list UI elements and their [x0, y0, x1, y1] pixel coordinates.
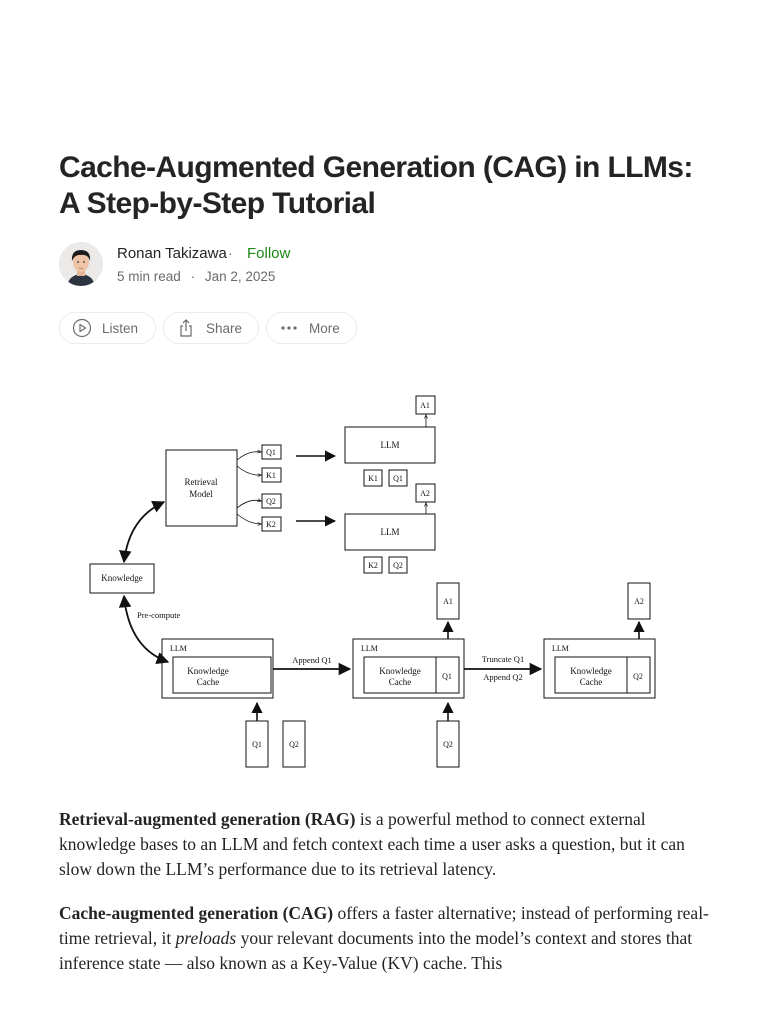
q2-label-top: Q2	[266, 497, 276, 506]
separator-dot: ·	[228, 245, 233, 261]
llm-label-bottom-1: LLM	[170, 644, 187, 653]
q2-box-query-1	[282, 720, 306, 768]
a1-box-top	[415, 395, 436, 415]
q2-box-llm	[388, 556, 408, 574]
cag-text-1: offers a faster alternative; instead of …	[59, 903, 709, 948]
article-title: Cache-Augmented Generation (CAG) in LLMs…	[59, 151, 693, 220]
a2-label-top: A2	[420, 489, 430, 498]
cag-text-2: your relevant documents into the model’s…	[59, 928, 693, 973]
a2-label-bottom: A2	[634, 597, 644, 606]
listen-label: Listen	[102, 320, 139, 336]
append-q2-label: Append Q2	[483, 672, 522, 682]
knowledge-label: Knowledge	[101, 573, 143, 583]
more-icon	[281, 326, 297, 330]
article-meta: 5 min read · Jan 2, 2025	[117, 269, 275, 284]
append-q1-label: Append Q1	[292, 655, 331, 665]
rag-text: is a powerful method to connect external…	[59, 809, 685, 879]
share-icon	[180, 319, 192, 337]
a1-label-top: A1	[420, 401, 430, 410]
q1-box-cache	[435, 656, 460, 694]
share-label: Share	[206, 320, 243, 336]
author-name[interactable]: Ronan Takizawa	[117, 245, 227, 262]
knowledge-box	[89, 563, 155, 594]
k1-box-top	[261, 467, 282, 483]
k1-label-llm: K1	[368, 474, 378, 483]
q1-label-llm: Q1	[393, 474, 403, 483]
rag-term: Retrieval-augmented generation (RAG)	[59, 809, 356, 829]
article-figure: Retrieval Model Knowledge Pre-compute Q1…	[84, 390, 674, 775]
more-label: More	[309, 320, 340, 336]
a2-box-top	[415, 483, 436, 503]
listen-button[interactable]: Listen	[59, 312, 156, 344]
a1-box-bottom	[436, 582, 460, 620]
llm-label-top-2: LLM	[381, 527, 400, 537]
cache-label-3a: Knowledge	[570, 666, 612, 676]
q1-label-top: Q1	[266, 448, 276, 457]
q1-label-cache: Q1	[442, 672, 452, 681]
q2-label-query-2: Q2	[443, 740, 453, 749]
retrieval-model-box	[165, 449, 238, 527]
k2-label-llm: K2	[368, 561, 378, 570]
preloads-emphasis: preloads	[175, 928, 237, 948]
k2-label-top: K2	[266, 520, 276, 529]
retrieval-model-label-2: Model	[189, 489, 213, 499]
paragraph-rag: Retrieval-augmented generation (RAG) is …	[59, 807, 719, 882]
llm-label-bottom-3: LLM	[552, 644, 569, 653]
q2-label-query-1: Q2	[289, 740, 299, 749]
q2-box-cache	[626, 656, 651, 694]
llm-label-bottom-2: LLM	[361, 644, 378, 653]
cache-label-1a: Knowledge	[187, 666, 229, 676]
q2-label-cache: Q2	[633, 672, 643, 681]
llm-label-top-1: LLM	[381, 440, 400, 450]
play-icon	[72, 318, 92, 338]
share-button[interactable]: Share	[163, 312, 259, 344]
author-avatar[interactable]	[59, 242, 103, 286]
knowledge-cache-box-1	[172, 656, 272, 694]
cache-label-2a: Knowledge	[379, 666, 421, 676]
meta-separator: ·	[190, 269, 196, 284]
more-button[interactable]: More	[266, 312, 357, 344]
cache-label-1b: Cache	[197, 677, 220, 687]
q1-label-query: Q1	[252, 740, 262, 749]
llm-box-bottom-3	[543, 638, 656, 699]
q1-box-top	[261, 444, 282, 460]
cache-label-3b: Cache	[580, 677, 603, 687]
k2-box-llm	[363, 556, 383, 574]
q1-box-llm	[388, 469, 408, 487]
llm-box-top-1	[344, 426, 436, 464]
q2-label-llm: Q2	[393, 561, 403, 570]
follow-link[interactable]: Follow	[247, 245, 291, 262]
k1-box-llm	[363, 469, 383, 487]
avatar-image	[59, 242, 103, 286]
k2-box-top	[261, 516, 282, 532]
llm-box-top-2	[344, 513, 436, 551]
cache-label-2b: Cache	[389, 677, 412, 687]
a1-label-bottom: A1	[443, 597, 453, 606]
publish-date: Jan 2, 2025	[204, 269, 276, 284]
retrieval-model-label-1: Retrieval	[185, 477, 218, 487]
cag-diagram: Retrieval Model Knowledge Pre-compute Q1…	[89, 395, 656, 768]
q2-box-top	[261, 493, 282, 509]
author-block: Ronan Takizawa · Follow 5 min read · Jan…	[59, 242, 459, 286]
k1-label-top: K1	[266, 471, 276, 480]
truncate-q1-label: Truncate Q1	[482, 654, 524, 664]
a2-box-bottom	[627, 582, 651, 620]
pre-compute-label: Pre-compute	[137, 610, 181, 620]
paragraph-cag: Cache-augmented generation (CAG) offers …	[59, 901, 719, 976]
read-time: 5 min read	[117, 269, 181, 284]
cag-term: Cache-augmented generation (CAG)	[59, 903, 334, 923]
